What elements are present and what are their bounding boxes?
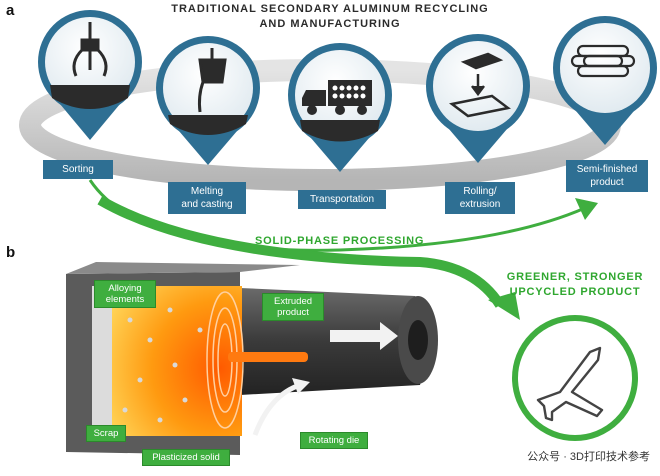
solid-phase-arrow-lower — [97, 195, 505, 308]
panel-a-title: TRADITIONAL SECONDARY ALUMINUM RECYCLING… — [150, 2, 510, 32]
pressure-arrow — [330, 322, 398, 350]
panel-a-title-line1: TRADITIONAL SECONDARY ALUMINUM RECYCLING — [171, 3, 489, 15]
extruded-rod — [228, 352, 308, 362]
arrowhead-lower — [488, 292, 520, 320]
panel-a-title-line2: AND MANUFACTURING — [259, 18, 401, 30]
pin-transportation — [288, 43, 392, 172]
upcycled-line1: GREENER, STRONGER — [506, 271, 644, 283]
callout-rotating-die: Rotating die — [300, 432, 368, 449]
watermark: 公众号 · 3D打印技术参考 — [527, 451, 650, 463]
pin-rolling — [426, 34, 530, 163]
upcycled-product-circle — [512, 315, 638, 441]
pin-melting — [156, 36, 260, 165]
extrusion-die — [66, 262, 438, 455]
rotation-arrow — [252, 382, 301, 436]
stage-label-semi-finished: Semi-finished product — [566, 160, 648, 192]
ladle-pour-icon — [197, 48, 227, 113]
upcycled-line2: UPCYCLED PRODUCT — [509, 286, 641, 298]
ingot-sheet-icon — [449, 52, 511, 118]
pipes-stack-icon — [570, 44, 636, 78]
stage-label-melting: Melting and casting — [168, 182, 246, 214]
panel-b-letter: b — [6, 244, 16, 261]
pin-semi-finished — [553, 16, 657, 145]
truck-icon — [302, 80, 372, 115]
solid-phase-label: SOLID-PHASE PROCESSING — [255, 235, 425, 247]
stage-label-rolling: Rolling/ extrusion — [445, 182, 515, 214]
callout-scrap: Scrap — [86, 425, 126, 442]
callout-alloying-elements: Alloying elements — [94, 280, 156, 308]
pin-sorting — [38, 10, 142, 140]
stage-label-sorting: Sorting — [43, 160, 113, 179]
upcycled-product-label: GREENER, STRONGER UPCYCLED PRODUCT — [500, 270, 650, 300]
arrowhead-upper — [575, 198, 598, 220]
claw-scrap-icon — [72, 22, 108, 77]
stage-label-transportation: Transportation — [298, 190, 386, 209]
callout-plasticized-solid: Plasticized solid — [142, 449, 230, 466]
airplane-icon — [536, 346, 604, 422]
callout-extruded-product: Extruded product — [262, 293, 324, 321]
panel-a-letter: a — [6, 2, 15, 19]
